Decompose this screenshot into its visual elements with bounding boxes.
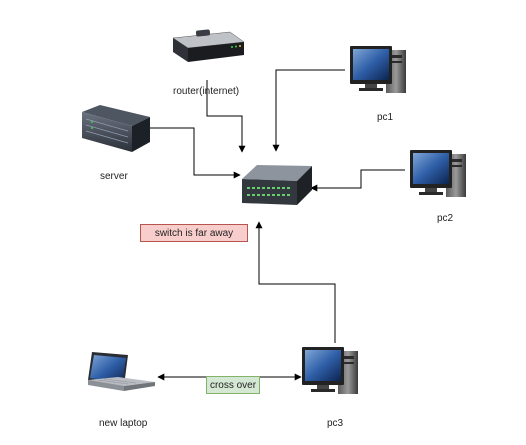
server-icon	[82, 105, 150, 152]
node-label-pc1: pc1	[377, 112, 394, 123]
edge-pc1-switch	[272, 69, 345, 152]
desktop-pc-icon-pc2	[410, 150, 466, 197]
desktop-pc-icon-pc1	[350, 46, 406, 93]
laptop-icon	[88, 352, 155, 391]
desktop-pc-icon-pc3	[302, 347, 358, 394]
edge-router-switch	[206, 80, 246, 153]
switch-far-away-note: switch is far away	[140, 224, 248, 242]
node-label-server: server	[100, 171, 128, 182]
node-label-router: router(internet)	[173, 86, 240, 97]
network-switch-icon	[242, 165, 312, 205]
router-icon	[172, 29, 245, 62]
node-label-pc2: pc2	[437, 213, 454, 224]
edge-pc2-switch	[310, 169, 405, 192]
edge-server-switch	[150, 127, 241, 179]
cross-over-note: cross over	[206, 376, 260, 394]
node-label-pc3: pc3	[327, 418, 344, 429]
node-label-laptop: new laptop	[99, 418, 148, 429]
edge-pc3-switch	[255, 221, 336, 343]
